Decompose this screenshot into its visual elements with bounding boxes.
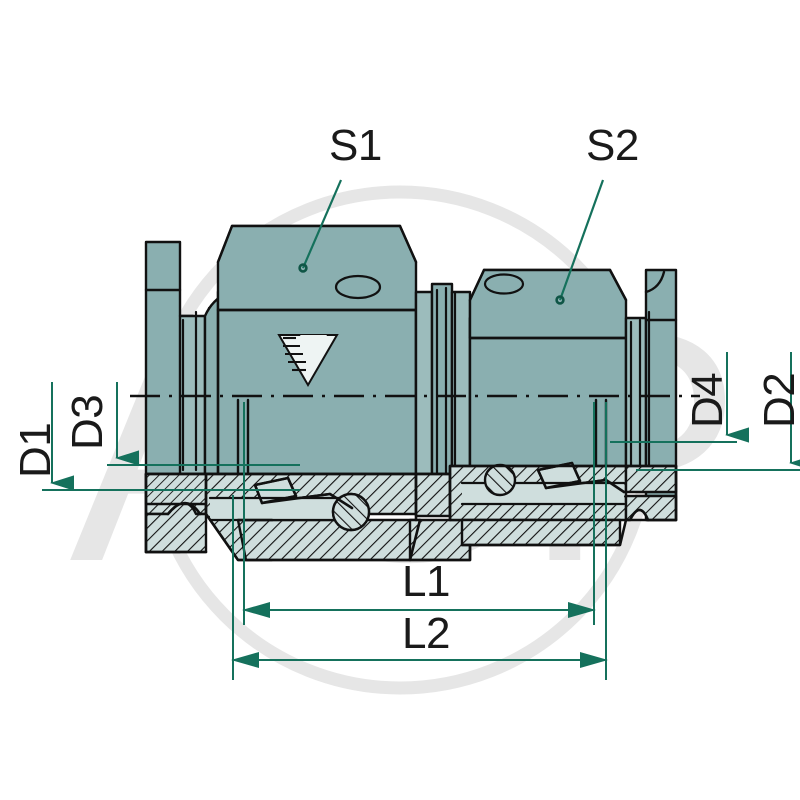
middle-body (430, 282, 454, 476)
oring-right (483, 463, 517, 497)
section-right-block-lower (460, 518, 622, 547)
label-d4: D4 (683, 372, 732, 428)
hex-nut-right-chamfer-tr (608, 268, 628, 302)
leader-s1-dot (298, 263, 308, 273)
label-l2: L2 (402, 609, 450, 658)
label-d2: D2 (755, 372, 800, 428)
leader-lines (298, 179, 605, 305)
middle-collar-upper (414, 290, 434, 476)
leader-s2 (558, 179, 605, 301)
label-s2: S2 (586, 121, 639, 170)
right-stud-taper (644, 270, 666, 294)
tube-left (210, 498, 352, 520)
hex-nut-right-ellipse-detail (483, 273, 525, 295)
fitting-assembly (144, 224, 678, 562)
label-d1: D1 (11, 422, 60, 478)
dimension-lines (42, 352, 800, 680)
hex-nut-left-top-face (216, 224, 418, 312)
leader-s1 (301, 179, 343, 269)
label-l1: L1 (402, 557, 450, 606)
hex-nut-right-chamfer-tl (468, 268, 486, 302)
label-d3: D3 (63, 394, 112, 450)
hex-nut-left-ellipse-detail (334, 274, 382, 300)
hex-nut-left-chamfer-tr (398, 224, 418, 264)
middle-ribs (435, 286, 457, 476)
surface-finish-triangle (277, 334, 339, 387)
section-center-body (414, 472, 452, 518)
leader-s2-dot (555, 295, 565, 305)
section-left-hexnut-lower (236, 518, 422, 562)
label-s1: S1 (329, 121, 382, 170)
hex-nut-left-chamfer-tl (216, 224, 234, 264)
